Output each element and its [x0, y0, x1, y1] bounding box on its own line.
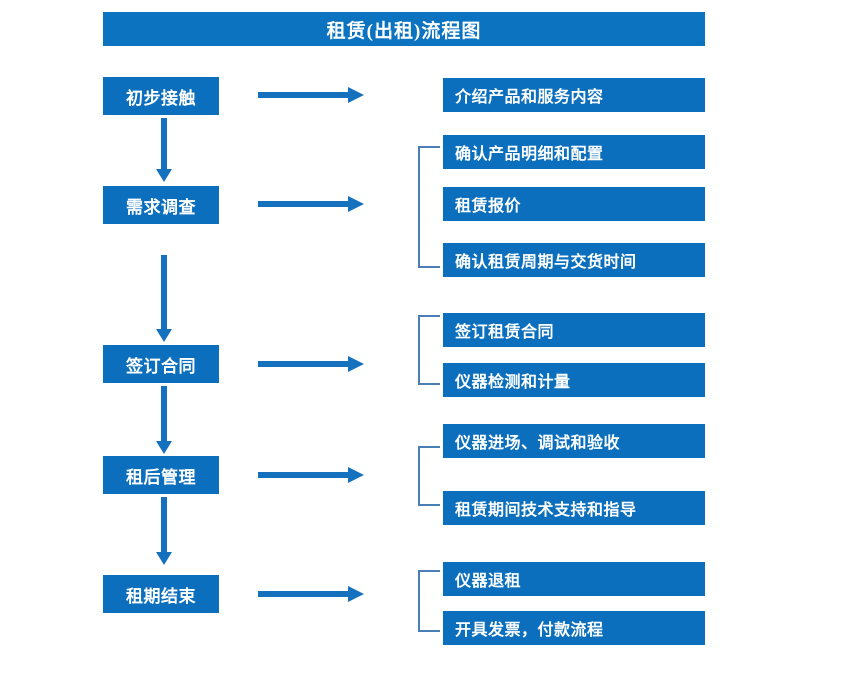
group-bracket-4 — [418, 446, 440, 506]
flow-arrow-right-4 — [258, 466, 364, 484]
arrow-head-icon — [348, 87, 364, 103]
group-bracket-2 — [418, 146, 440, 268]
arrow-head-icon — [348, 586, 364, 602]
arrow-head-icon — [348, 467, 364, 483]
flow-arrow-down-1 — [155, 118, 173, 182]
arrow-shaft — [258, 201, 350, 207]
detail-box-4-1[interactable]: 仪器进场、调试和验收 — [443, 424, 705, 458]
arrow-head-icon — [348, 196, 364, 212]
stage-box-2[interactable]: 需求调查 — [103, 186, 219, 224]
detail-box-5-1[interactable]: 仪器退租 — [443, 562, 705, 596]
flow-arrow-down-4 — [155, 497, 173, 565]
arrow-shaft — [161, 386, 167, 441]
detail-box-3-1[interactable]: 签订租赁合同 — [443, 313, 705, 347]
detail-box-3-2[interactable]: 仪器检测和计量 — [443, 363, 705, 397]
stage-box-1[interactable]: 初步接触 — [103, 77, 219, 115]
arrow-head-icon — [156, 329, 172, 342]
stage-box-5[interactable]: 租期结束 — [103, 575, 219, 613]
arrow-shaft — [161, 497, 167, 552]
arrow-head-icon — [156, 552, 172, 565]
flow-arrow-down-2 — [155, 255, 173, 342]
detail-box-2-3[interactable]: 确认租赁周期与交货时间 — [443, 243, 705, 277]
stage-box-3[interactable]: 签订合同 — [103, 345, 219, 383]
detail-box-4-2[interactable]: 租赁期间技术支持和指导 — [443, 491, 705, 525]
flow-arrow-right-3 — [258, 355, 364, 373]
arrow-shaft — [258, 472, 350, 478]
detail-box-2-2[interactable]: 租赁报价 — [443, 187, 705, 221]
detail-box-2-1[interactable]: 确认产品明细和配置 — [443, 135, 705, 169]
group-bracket-5 — [418, 570, 440, 632]
flow-arrow-down-3 — [155, 386, 173, 454]
arrow-shaft — [258, 92, 350, 98]
arrow-shaft — [161, 255, 167, 329]
flow-arrow-right-5 — [258, 585, 364, 603]
arrow-shaft — [161, 118, 167, 169]
arrow-head-icon — [156, 441, 172, 454]
arrow-head-icon — [348, 356, 364, 372]
arrow-shaft — [258, 591, 350, 597]
detail-box-1-1[interactable]: 介绍产品和服务内容 — [443, 78, 705, 112]
stage-box-4[interactable]: 租后管理 — [103, 456, 219, 494]
arrow-head-icon — [156, 169, 172, 182]
detail-box-5-2[interactable]: 开具发票，付款流程 — [443, 611, 705, 645]
flow-arrow-right-1 — [258, 86, 364, 104]
group-bracket-3 — [418, 315, 440, 385]
chart-title: 租赁(出租)流程图 — [103, 12, 705, 46]
arrow-shaft — [258, 361, 350, 367]
flow-arrow-right-2 — [258, 195, 364, 213]
